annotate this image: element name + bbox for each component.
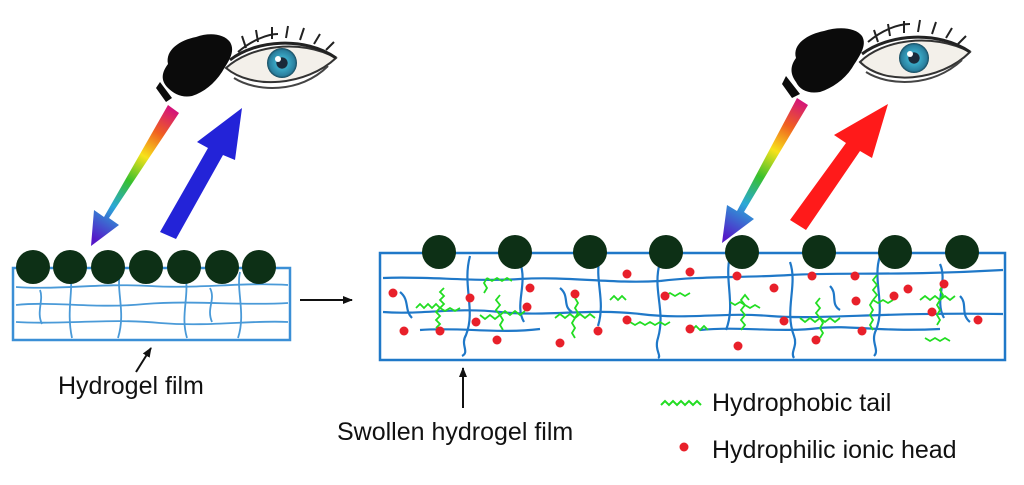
reflected-light-arrow-icon <box>160 108 242 239</box>
legend <box>660 399 702 452</box>
pointer-arrow-icon <box>135 347 152 373</box>
swollen-hydrogel-film <box>378 235 1007 362</box>
legend-hydrophobic-tail-label: Hydrophobic tail <box>712 389 892 417</box>
swollen-hydrogel-film-label: Swollen hydrogel film <box>337 418 574 446</box>
hydrophilic-heads <box>388 267 983 351</box>
hydrogel-film <box>11 250 292 342</box>
light-source-icon <box>156 34 233 102</box>
eye-icon <box>224 25 338 89</box>
rainbow-incident-arrow-icon <box>91 105 179 246</box>
eye-icon <box>858 19 972 83</box>
hydrophobic-tails <box>415 274 956 343</box>
nanoparticle-row <box>422 235 979 269</box>
legend-hydrophilic-head-label: Hydrophilic ionic head <box>712 436 957 464</box>
rainbow-incident-arrow-icon <box>722 98 808 243</box>
light-source-icon <box>782 28 864 98</box>
polymer-network <box>382 255 1004 359</box>
nanoparticle-row <box>16 250 276 284</box>
hydrogel-film-label: Hydrogel film <box>58 372 204 400</box>
reflected-light-arrow-icon <box>790 104 888 230</box>
legend-head-swatch <box>679 442 689 452</box>
legend-tail-swatch <box>660 399 702 407</box>
